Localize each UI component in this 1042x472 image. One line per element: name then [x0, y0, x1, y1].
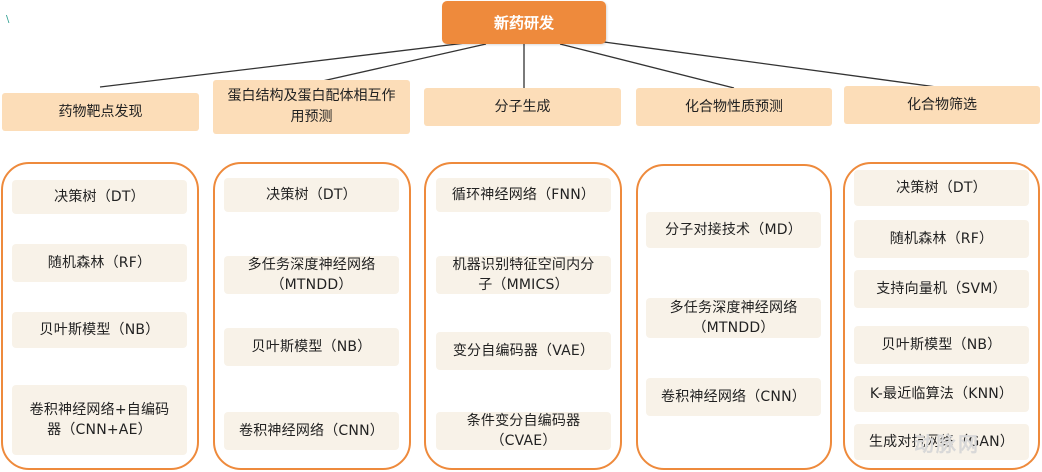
- column-panel: [843, 162, 1040, 470]
- list-item: 支持向量机（SVM）: [854, 270, 1029, 308]
- list-item: 多任务深度神经网络（MTNDD）: [646, 298, 821, 338]
- column-header-target-discovery: 药物靶点发现: [2, 93, 199, 131]
- list-item: 随机森林（RF）: [854, 220, 1029, 258]
- list-item: 随机森林（RF）: [12, 244, 187, 282]
- connector-line: [317, 43, 487, 83]
- corner-mark: \: [6, 14, 10, 25]
- list-item: 生成对抗网络（GAN）: [854, 424, 1029, 460]
- list-item: 决策树（DT）: [854, 170, 1029, 206]
- list-item: 贝叶斯模型（NB）: [12, 312, 187, 348]
- list-item: 卷积神经网络（CNN）: [646, 378, 821, 416]
- list-item: 机器识别特征空间内分子（MMICS）: [436, 256, 611, 294]
- connector-line: [559, 43, 735, 89]
- connector-line: [99, 41, 475, 88]
- root-node: 新药研发: [442, 1, 606, 44]
- list-item: K-最近临算法（KNN）: [854, 376, 1029, 412]
- list-item: 决策树（DT）: [12, 180, 187, 214]
- list-item: 分子对接技术（MD）: [646, 212, 821, 248]
- list-item: 循环神经网络（FNN）: [436, 178, 611, 212]
- list-item: 条件变分自编码器（CVAE）: [436, 412, 611, 450]
- column-header-molecule-generation: 分子生成: [424, 88, 621, 126]
- list-item: 卷积神经网络+自编码器（CNN+AE）: [12, 385, 187, 455]
- column-header-property-prediction: 化合物性质预测: [636, 88, 832, 126]
- list-item: 贝叶斯模型（NB）: [224, 328, 399, 366]
- list-item: 卷积神经网络（CNN）: [224, 412, 399, 450]
- watermark-logo: 动脉网: [914, 432, 980, 456]
- list-item: 决策树（DT）: [224, 178, 399, 212]
- list-item: 变分自编码器（VAE）: [436, 332, 611, 370]
- column-header-compound-screening: 化合物筛选: [844, 86, 1040, 124]
- column-header-protein-structure: 蛋白结构及蛋白配体相互作用预测: [213, 80, 410, 134]
- list-item: 多任务深度神经网络（MTNDD）: [224, 256, 399, 294]
- connector-line: [603, 41, 945, 89]
- list-item: 贝叶斯模型（NB）: [854, 326, 1029, 364]
